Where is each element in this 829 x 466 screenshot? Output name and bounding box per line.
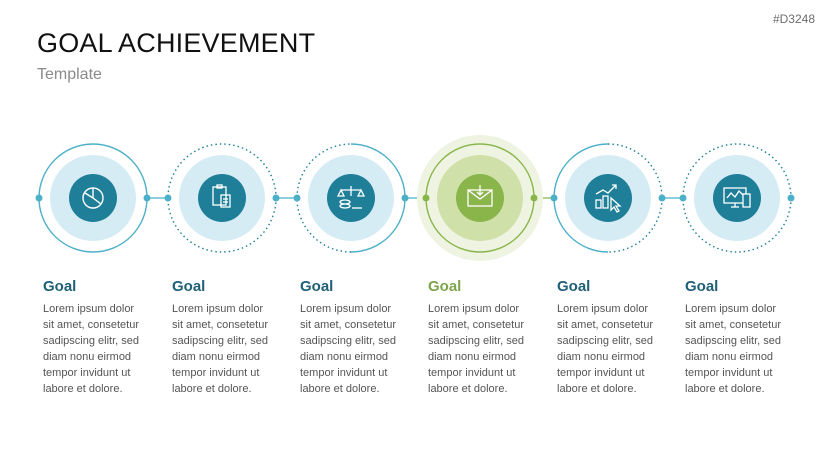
node-dot-right (401, 194, 409, 202)
goal-description: Lorem ipsum dolor sit amet, consetetur s… (685, 303, 781, 395)
clipboard-calculator-icon (212, 184, 231, 208)
document-id: #D3248 (772, 12, 815, 26)
goal-heading: Goal (172, 278, 206, 295)
growth-chart-cursor-icon (595, 184, 622, 213)
node-dot-left (422, 194, 430, 202)
goal-card-1: Goal Lorem ipsum dolor sit amet, consete… (43, 278, 161, 397)
node-dot-right (530, 194, 538, 202)
outer-ring-dotted-half (607, 143, 663, 253)
goal-step-6 (679, 143, 795, 253)
node-dot-left (35, 194, 43, 202)
icon-badge (713, 174, 761, 222)
node-dot-left (550, 194, 558, 202)
icon-badge (456, 174, 504, 222)
node-dot-right (658, 194, 666, 202)
pie-chart-icon (82, 187, 104, 209)
node-dot-right (143, 194, 151, 202)
scale-coins-icon (336, 186, 366, 209)
goal-step-2 (164, 143, 280, 253)
goal-description: Lorem ipsum dolor sit amet, consetetur s… (43, 303, 139, 395)
node-dot-left (293, 194, 301, 202)
goal-card-2: Goal Lorem ipsum dolor sit amet, consete… (172, 278, 290, 397)
goal-step-5 (550, 143, 666, 253)
goal-timeline (35, 135, 795, 261)
goal-heading: Goal (300, 278, 334, 295)
envelope-download-icon (467, 185, 493, 207)
page-subtitle: Template (37, 66, 102, 83)
outer-ring-dotted-half (296, 143, 352, 253)
goal-description: Lorem ipsum dolor sit amet, consetetur s… (557, 303, 653, 395)
goal-description: Lorem ipsum dolor sit amet, consetetur s… (300, 303, 396, 395)
goal-heading: Goal (557, 278, 591, 295)
goal-description: Lorem ipsum dolor sit amet, consetetur s… (172, 303, 268, 395)
icon-badge (198, 174, 246, 222)
goal-heading: Goal (43, 278, 77, 295)
goal-card-3: Goal Lorem ipsum dolor sit amet, consete… (300, 278, 418, 397)
goal-step-3 (293, 143, 409, 253)
goal-card-6: Goal Lorem ipsum dolor sit amet, consete… (685, 278, 803, 397)
node-dot-right (272, 194, 280, 202)
icon-badge (327, 174, 375, 222)
goal-step-1 (35, 143, 151, 253)
devices-chart-icon (723, 187, 751, 208)
goal-card-4: Goal Lorem ipsum dolor sit amet, consete… (428, 278, 546, 397)
page-title: GOAL ACHIEVEMENT (37, 28, 316, 58)
node-dot-left (164, 194, 172, 202)
node-dot-left (679, 194, 687, 202)
goal-heading: Goal (685, 278, 719, 295)
goal-step-4 (417, 135, 543, 261)
goal-heading: Goal (428, 278, 462, 295)
goal-card-5: Goal Lorem ipsum dolor sit amet, consete… (557, 278, 675, 397)
goal-description: Lorem ipsum dolor sit amet, consetetur s… (428, 303, 524, 395)
node-dot-right (787, 194, 795, 202)
